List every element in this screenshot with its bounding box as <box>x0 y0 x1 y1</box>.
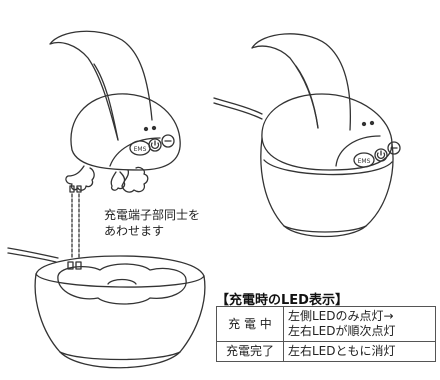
charging-base <box>7 247 206 369</box>
power-icon <box>376 150 386 159</box>
status-description-line: 左側LEDのみ点灯→ <box>288 309 394 323</box>
led-section-heading: 【充電時のLED表示】 <box>216 293 348 308</box>
power-button-right <box>374 148 388 162</box>
led-status-table: 充 電 中 左側LEDのみ点灯→ 左右LEDが順次点灯 充電完了 左右LEDとも… <box>216 306 436 362</box>
alignment-guide <box>71 193 80 259</box>
status-label: 充電完了 <box>216 341 284 362</box>
caption-line-2: あわせます <box>104 224 165 238</box>
ems-label: EMS <box>358 158 371 165</box>
device-docked: EMS <box>213 33 401 238</box>
mode-button-right <box>387 141 401 155</box>
instruction-caption: 充電端子部同士を あわせます <box>104 207 244 239</box>
status-description: 左側LEDのみ点灯→ 左右LEDが順次点灯 <box>283 306 436 342</box>
power-icon <box>150 140 160 149</box>
ems-button-top: EMS <box>129 140 151 156</box>
status-description-line: 左右LEDが順次点灯 <box>288 324 396 338</box>
caption-line-1: 充電端子部同士を <box>104 208 201 222</box>
device-lifted: EMS <box>49 30 181 193</box>
ems-button-right: EMS <box>353 152 375 168</box>
table-row: 充電完了 左右LEDともに消灯 <box>216 341 436 362</box>
status-description: 左右LEDともに消灯 <box>283 341 436 362</box>
ems-label: EMS <box>134 146 147 153</box>
table-row: 充 電 中 左側LEDのみ点灯→ 左右LEDが順次点灯 <box>216 306 436 342</box>
status-label: 充 電 中 <box>216 306 284 342</box>
mode-button-top <box>161 134 175 148</box>
power-button-top <box>148 138 162 152</box>
